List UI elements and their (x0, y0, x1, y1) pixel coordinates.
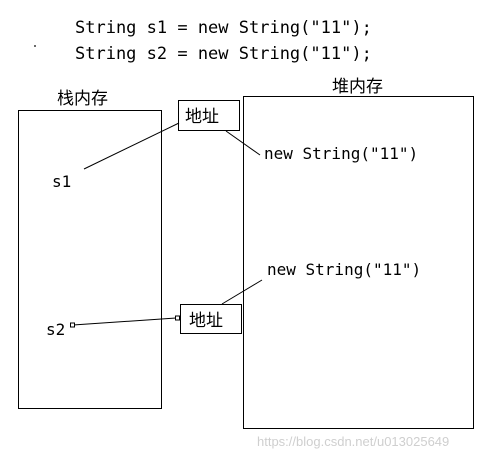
heap-object-1: new String("11") (264, 144, 418, 163)
heap-title: 堆内存 (332, 77, 383, 97)
line-s1-to-address-1 (83, 122, 180, 170)
line-s2-to-address-2 (72, 317, 177, 326)
stack-title: 栈内存 (57, 89, 108, 109)
address-label-2: 地址 (189, 311, 223, 331)
address-box-1 (178, 100, 240, 131)
watermark: https://blog.csdn.net/u013025649 (257, 434, 449, 449)
heap-box (243, 96, 474, 429)
stack-var-s1: s1 (52, 172, 71, 191)
stack-var-s2: s2 (46, 320, 65, 339)
address-2-connector-handle (175, 315, 180, 321)
s2-connector-handle (70, 322, 75, 328)
address-label-1: 地址 (185, 107, 219, 127)
line-address-2-to-object-2 (221, 279, 263, 305)
stack-box (18, 110, 162, 409)
heap-object-2: new String("11") (267, 260, 421, 279)
line-address-1-to-object-1 (225, 130, 261, 156)
stray-dot (34, 45, 36, 47)
address-box-2 (180, 304, 242, 334)
code-line-1: String s1 = new String("11"); (75, 18, 372, 38)
code-line-2: String s2 = new String("11"); (75, 44, 372, 64)
